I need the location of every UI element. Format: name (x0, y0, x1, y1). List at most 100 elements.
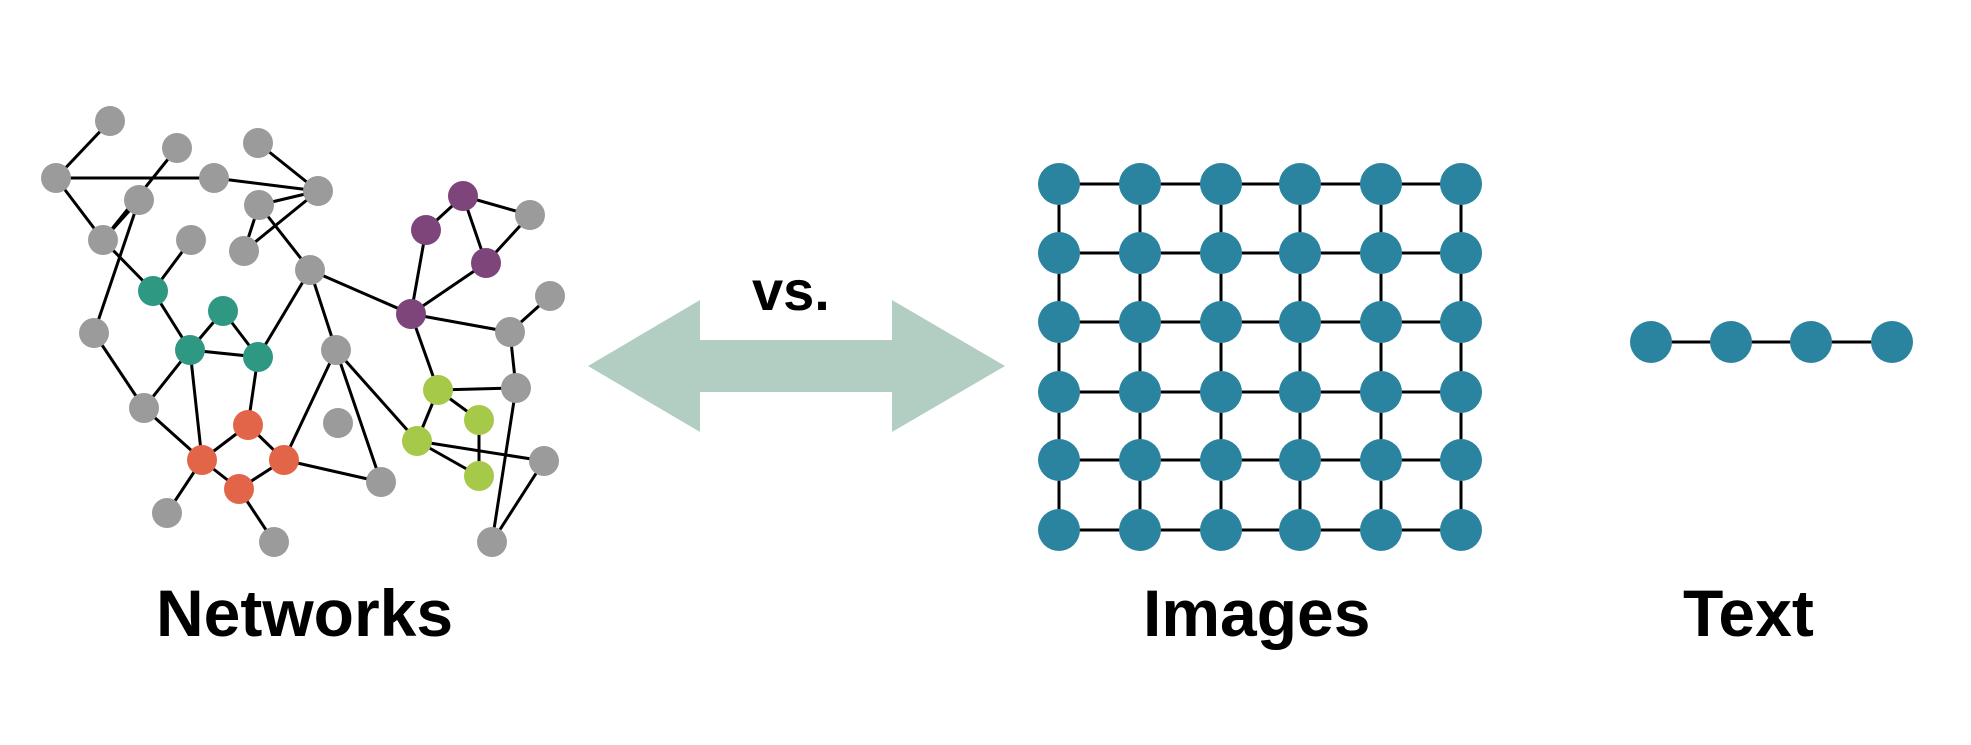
network-node-gray (162, 133, 192, 163)
text-chain-node (1630, 321, 1672, 363)
image-grid-edges (1057, 182, 1463, 532)
network-edge (282, 349, 338, 461)
grid-node (1200, 509, 1242, 551)
network-node-gray (535, 281, 565, 311)
network-node-gray (321, 335, 351, 365)
network-node-orange (233, 410, 263, 440)
grid-node (1440, 301, 1482, 343)
grid-node (1279, 301, 1321, 343)
network-node-gray (366, 467, 396, 497)
grid-node (1279, 439, 1321, 481)
network-edge (188, 349, 204, 461)
network-node-gray (124, 185, 154, 215)
grid-node (1279, 232, 1321, 274)
grid-node (1119, 439, 1161, 481)
network-node-orange (187, 445, 217, 475)
network-node-lime (423, 375, 453, 405)
networks-caption: Networks (156, 576, 454, 650)
grid-node (1360, 439, 1402, 481)
network-node-teal (175, 335, 205, 365)
network-node-gray (41, 163, 71, 193)
network-node-gray (323, 408, 353, 438)
grid-node (1279, 509, 1321, 551)
network-node-gray (259, 527, 289, 557)
grid-node (1200, 371, 1242, 413)
network-node-lime (464, 405, 494, 435)
grid-node (1440, 371, 1482, 413)
network-node-gray (95, 106, 125, 136)
grid-node (1440, 232, 1482, 274)
text-chain-nodes (1630, 321, 1913, 363)
network-edge (416, 439, 545, 463)
grid-node (1360, 163, 1402, 205)
network-node-teal (208, 296, 238, 326)
network-node-lime (402, 426, 432, 456)
grid-node (1279, 163, 1321, 205)
grid-node (1360, 371, 1402, 413)
grid-node (1360, 232, 1402, 274)
grid-node (1038, 301, 1080, 343)
grid-node (1360, 509, 1402, 551)
grid-node (1038, 163, 1080, 205)
grid-node (1038, 371, 1080, 413)
network-node-orange (224, 474, 254, 504)
network-node-gray (199, 163, 229, 193)
grid-node (1440, 439, 1482, 481)
grid-node (1119, 301, 1161, 343)
network-node-gray (129, 393, 159, 423)
network-edge (92, 332, 146, 409)
grid-node (1200, 439, 1242, 481)
network-node-orange (269, 445, 299, 475)
network-node-purple (396, 299, 426, 329)
vs-label: vs. (752, 259, 830, 322)
network-edge (92, 199, 141, 334)
grid-node (1200, 232, 1242, 274)
network-node-purple (471, 248, 501, 278)
network-node-gray (244, 190, 274, 220)
grid-node (1038, 509, 1080, 551)
double-arrow-icon (588, 300, 1005, 432)
grid-node (1279, 371, 1321, 413)
network-node-gray (515, 200, 545, 230)
network-edge (410, 312, 511, 334)
grid-node (1440, 163, 1482, 205)
network-node-gray (495, 317, 525, 347)
network-edge (410, 261, 487, 316)
network-node-gray (152, 498, 182, 528)
network-edge (334, 349, 419, 442)
network-node-gray (229, 236, 259, 266)
text-caption: Text (1683, 576, 1814, 650)
grid-node (1038, 232, 1080, 274)
network-edge (213, 176, 319, 193)
grid-node (1119, 232, 1161, 274)
image-grid-nodes (1038, 163, 1482, 551)
network-node-teal (138, 276, 168, 306)
grid-node (1119, 163, 1161, 205)
network-node-gray (501, 373, 531, 403)
grid-node (1200, 301, 1242, 343)
network-node-teal (243, 342, 273, 372)
network-node-gray (243, 128, 273, 158)
text-chain-node (1790, 321, 1832, 363)
network-edge (334, 349, 383, 483)
network-edge (309, 268, 412, 316)
grid-node (1119, 371, 1161, 413)
text-chain-node (1871, 321, 1913, 363)
network-edge (283, 458, 382, 484)
network-node-gray (176, 225, 206, 255)
network-node-gray (303, 176, 333, 206)
network-edge (490, 460, 546, 543)
network-node-lime (464, 461, 494, 491)
images-caption: Images (1143, 576, 1371, 650)
grid-node (1360, 301, 1402, 343)
network-node-gray (79, 318, 109, 348)
grid-node (1200, 163, 1242, 205)
text-chain-node (1710, 321, 1752, 363)
network-node-gray (477, 527, 507, 557)
network-nodes (41, 106, 565, 557)
network-edge (243, 189, 319, 253)
grid-node (1119, 509, 1161, 551)
grid-node (1038, 439, 1080, 481)
network-edge (490, 387, 518, 543)
